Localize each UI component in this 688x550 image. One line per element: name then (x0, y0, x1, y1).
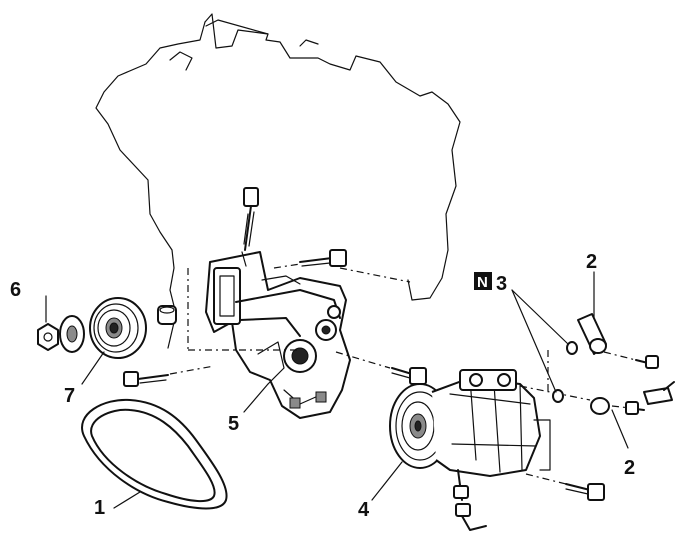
hose-fitting-upper (577, 313, 659, 369)
hose-fitting-lower (590, 381, 675, 415)
o-rings (552, 341, 578, 403)
callout-2-upper: 2 (586, 251, 597, 273)
guide-line (339, 267, 411, 283)
collar (157, 305, 177, 325)
callout-1: 1 (94, 497, 105, 519)
compressor-bolt (525, 473, 605, 501)
bracket-bolt-lower-left (123, 365, 215, 387)
callout-5: 5 (228, 413, 239, 435)
callout-7: 7 (64, 385, 75, 407)
compressor (389, 369, 551, 531)
bracket-bolt-right (335, 351, 427, 385)
callout-3: 3 (496, 273, 507, 295)
washer (59, 315, 85, 353)
callout-2-lower: 2 (624, 457, 635, 479)
leader-lines (45, 271, 629, 509)
pulley (89, 297, 147, 359)
top-bolt (243, 187, 259, 251)
nut (37, 323, 59, 351)
engine-outline (95, 13, 461, 349)
new-part-badge: N (474, 272, 492, 291)
mounting-bracket (205, 251, 351, 419)
new-part-badge-letter: N (477, 274, 488, 291)
callout-6: 6 (10, 279, 21, 301)
callout-4: 4 (358, 499, 370, 521)
drive-belt (81, 398, 228, 510)
bracket-bolt-upper (273, 249, 347, 269)
